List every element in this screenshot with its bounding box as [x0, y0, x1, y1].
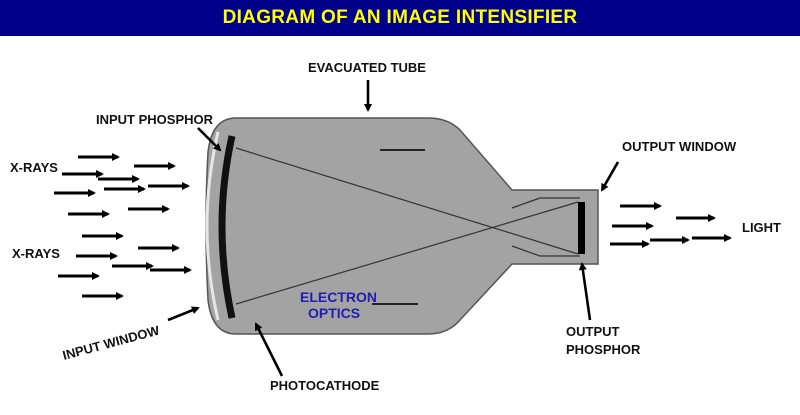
input-phosphor-layer: [218, 135, 236, 319]
xrays-bottom-label: X-RAYS: [12, 246, 60, 261]
pointer-arrows: [167, 80, 620, 377]
xray-arrows: [54, 153, 192, 300]
evacuated-tube-label: EVACUATED TUBE: [308, 60, 426, 75]
input-window-curve: [205, 131, 220, 321]
electron-optics-label-line1: ELECTRON: [300, 289, 377, 305]
output-phosphor-label-line2: PHOSPHOR: [566, 342, 641, 357]
photocathode-label: PHOTOCATHODE: [270, 378, 380, 393]
electron-paths: [235, 147, 579, 305]
light-label: LIGHT: [742, 220, 781, 235]
output-phosphor: [578, 202, 585, 254]
photocathode-arrow: [254, 322, 284, 377]
output-window-label: OUTPUT WINDOW: [622, 139, 737, 154]
input-window-arrow: [167, 306, 200, 322]
neck-inner-lines: [511, 197, 580, 257]
input-phosphor-label: INPUT PHOSPHOR: [96, 112, 214, 127]
output-phosphor-arrow: [578, 262, 592, 321]
output-window-arrow: [600, 161, 620, 192]
diagram-title: DIAGRAM OF AN IMAGE INTENSIFIER: [222, 7, 578, 28]
electron-optics-plates: [372, 149, 425, 305]
evacuated-tube-body: [205, 117, 599, 335]
xrays-top-label: X-RAYS: [10, 160, 58, 175]
output-phosphor-label-line1: OUTPUT: [566, 324, 620, 339]
title-bar: DIAGRAM OF AN IMAGE INTENSIFIER: [0, 0, 800, 36]
electron-optics-label-line2: OPTICS: [308, 305, 360, 321]
input-window-label: INPUT WINDOW: [61, 322, 162, 362]
light-arrows: [610, 202, 732, 248]
input-phosphor-arrow: [197, 127, 222, 152]
